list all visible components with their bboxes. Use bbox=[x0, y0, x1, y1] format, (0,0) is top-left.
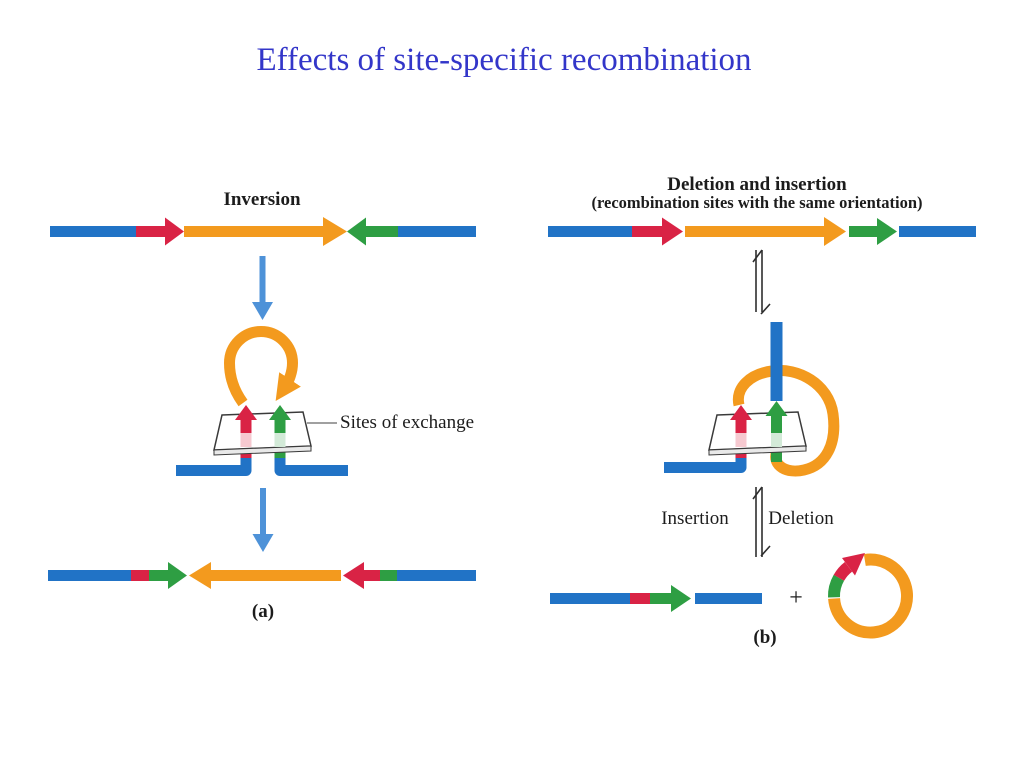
panel-a-looped-gene bbox=[223, 326, 301, 407]
deletion-label: Deletion bbox=[768, 508, 834, 529]
panel-b-exchange-plane bbox=[708, 411, 807, 456]
panel-a-down-arrow-2 bbox=[252, 488, 274, 552]
panel-a-down-arrow-1 bbox=[252, 256, 273, 320]
equilibrium-arrows-bottom bbox=[752, 486, 771, 557]
panel-a-inverted-strand bbox=[48, 562, 476, 589]
panel-b-top-strand bbox=[548, 217, 976, 246]
panel-a-site-arrows bbox=[235, 405, 291, 447]
panel-b-heading-line2: (recombination sites with the same orien… bbox=[591, 193, 923, 212]
plus-sign: + bbox=[789, 585, 803, 611]
panel-b-caption: (b) bbox=[753, 627, 777, 648]
panel-b-heading: Deletion and insertion (recombination si… bbox=[591, 175, 922, 213]
panel-b-vertical-strand bbox=[770, 322, 783, 401]
insertion-label: Insertion bbox=[661, 508, 729, 529]
panel-b-heading-line1: Deletion and insertion bbox=[667, 174, 847, 195]
panel-b-site-arrows bbox=[730, 401, 788, 447]
panel-b-linear-product bbox=[550, 585, 762, 612]
panel-a-heading: Inversion bbox=[223, 189, 301, 210]
sites-of-exchange-label: Sites of exchange bbox=[340, 412, 475, 433]
panel-b-looped-gene bbox=[732, 364, 840, 477]
slide-title: Effects of site-specific recombination bbox=[256, 42, 752, 78]
panel-b-circular-product bbox=[828, 553, 913, 639]
panel-a-top-strand bbox=[50, 217, 476, 246]
panel-a-caption: (a) bbox=[251, 601, 275, 622]
panel-a-exchange-plane bbox=[213, 411, 312, 456]
equilibrium-arrows-top bbox=[752, 249, 771, 315]
